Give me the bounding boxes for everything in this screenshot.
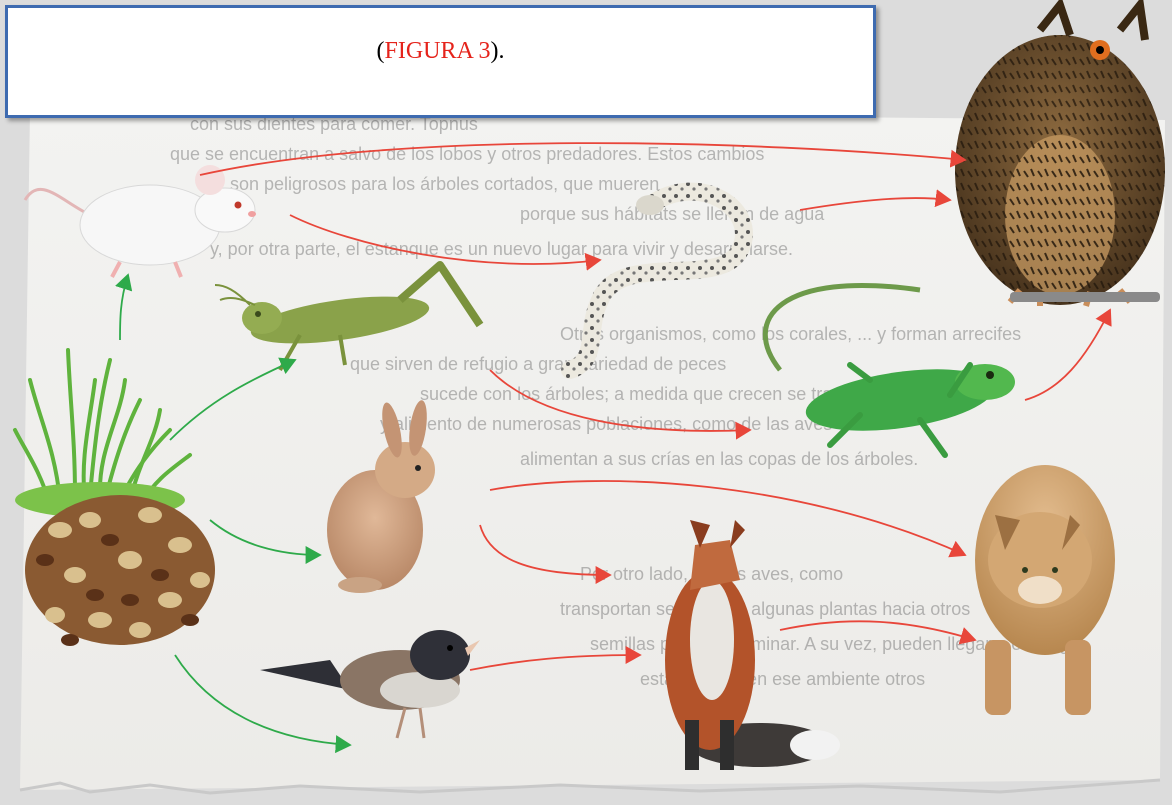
figure-label-text: FIGURA 3 [384, 38, 490, 64]
background-text-line: alimentan a sus crías en las copas de lo… [520, 449, 918, 469]
background-text-line: Otros organismos, como los corales, ... … [560, 324, 1021, 344]
background-text-line: transportan semillas de algunas plantas … [560, 599, 970, 619]
background-text-line: que sirven de refugio a gran variedad de… [350, 354, 726, 374]
figure-title-box: (FIGURA 3). [5, 5, 876, 118]
background-text-line: que se encuentran a salvo de los lobos y… [170, 144, 764, 164]
owl [955, 5, 1165, 306]
background-text-line: porque sus hábitats se llenan de agua [520, 204, 825, 224]
seeds-pile [25, 495, 215, 646]
background-text-line: son peligrosos para los árboles cortados… [230, 174, 659, 194]
figure-label-close: ). [491, 38, 505, 64]
background-text-line: y, por otra parte, el estanque es un nue… [210, 239, 793, 259]
figure-label: (FIGURA 3). [8, 38, 873, 65]
